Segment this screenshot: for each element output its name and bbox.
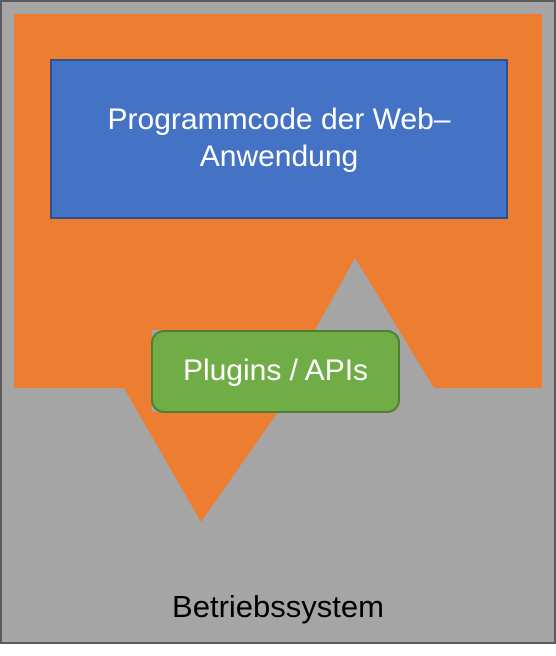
plugins-api-box <box>151 330 400 413</box>
application-code-box <box>50 59 508 219</box>
application-code-label: Programmcode der Web–Anwendung <box>107 103 451 173</box>
plugins-api-label: Plugins / APIs <box>182 354 369 388</box>
operating-system-label: Betriebssystem <box>172 589 384 625</box>
